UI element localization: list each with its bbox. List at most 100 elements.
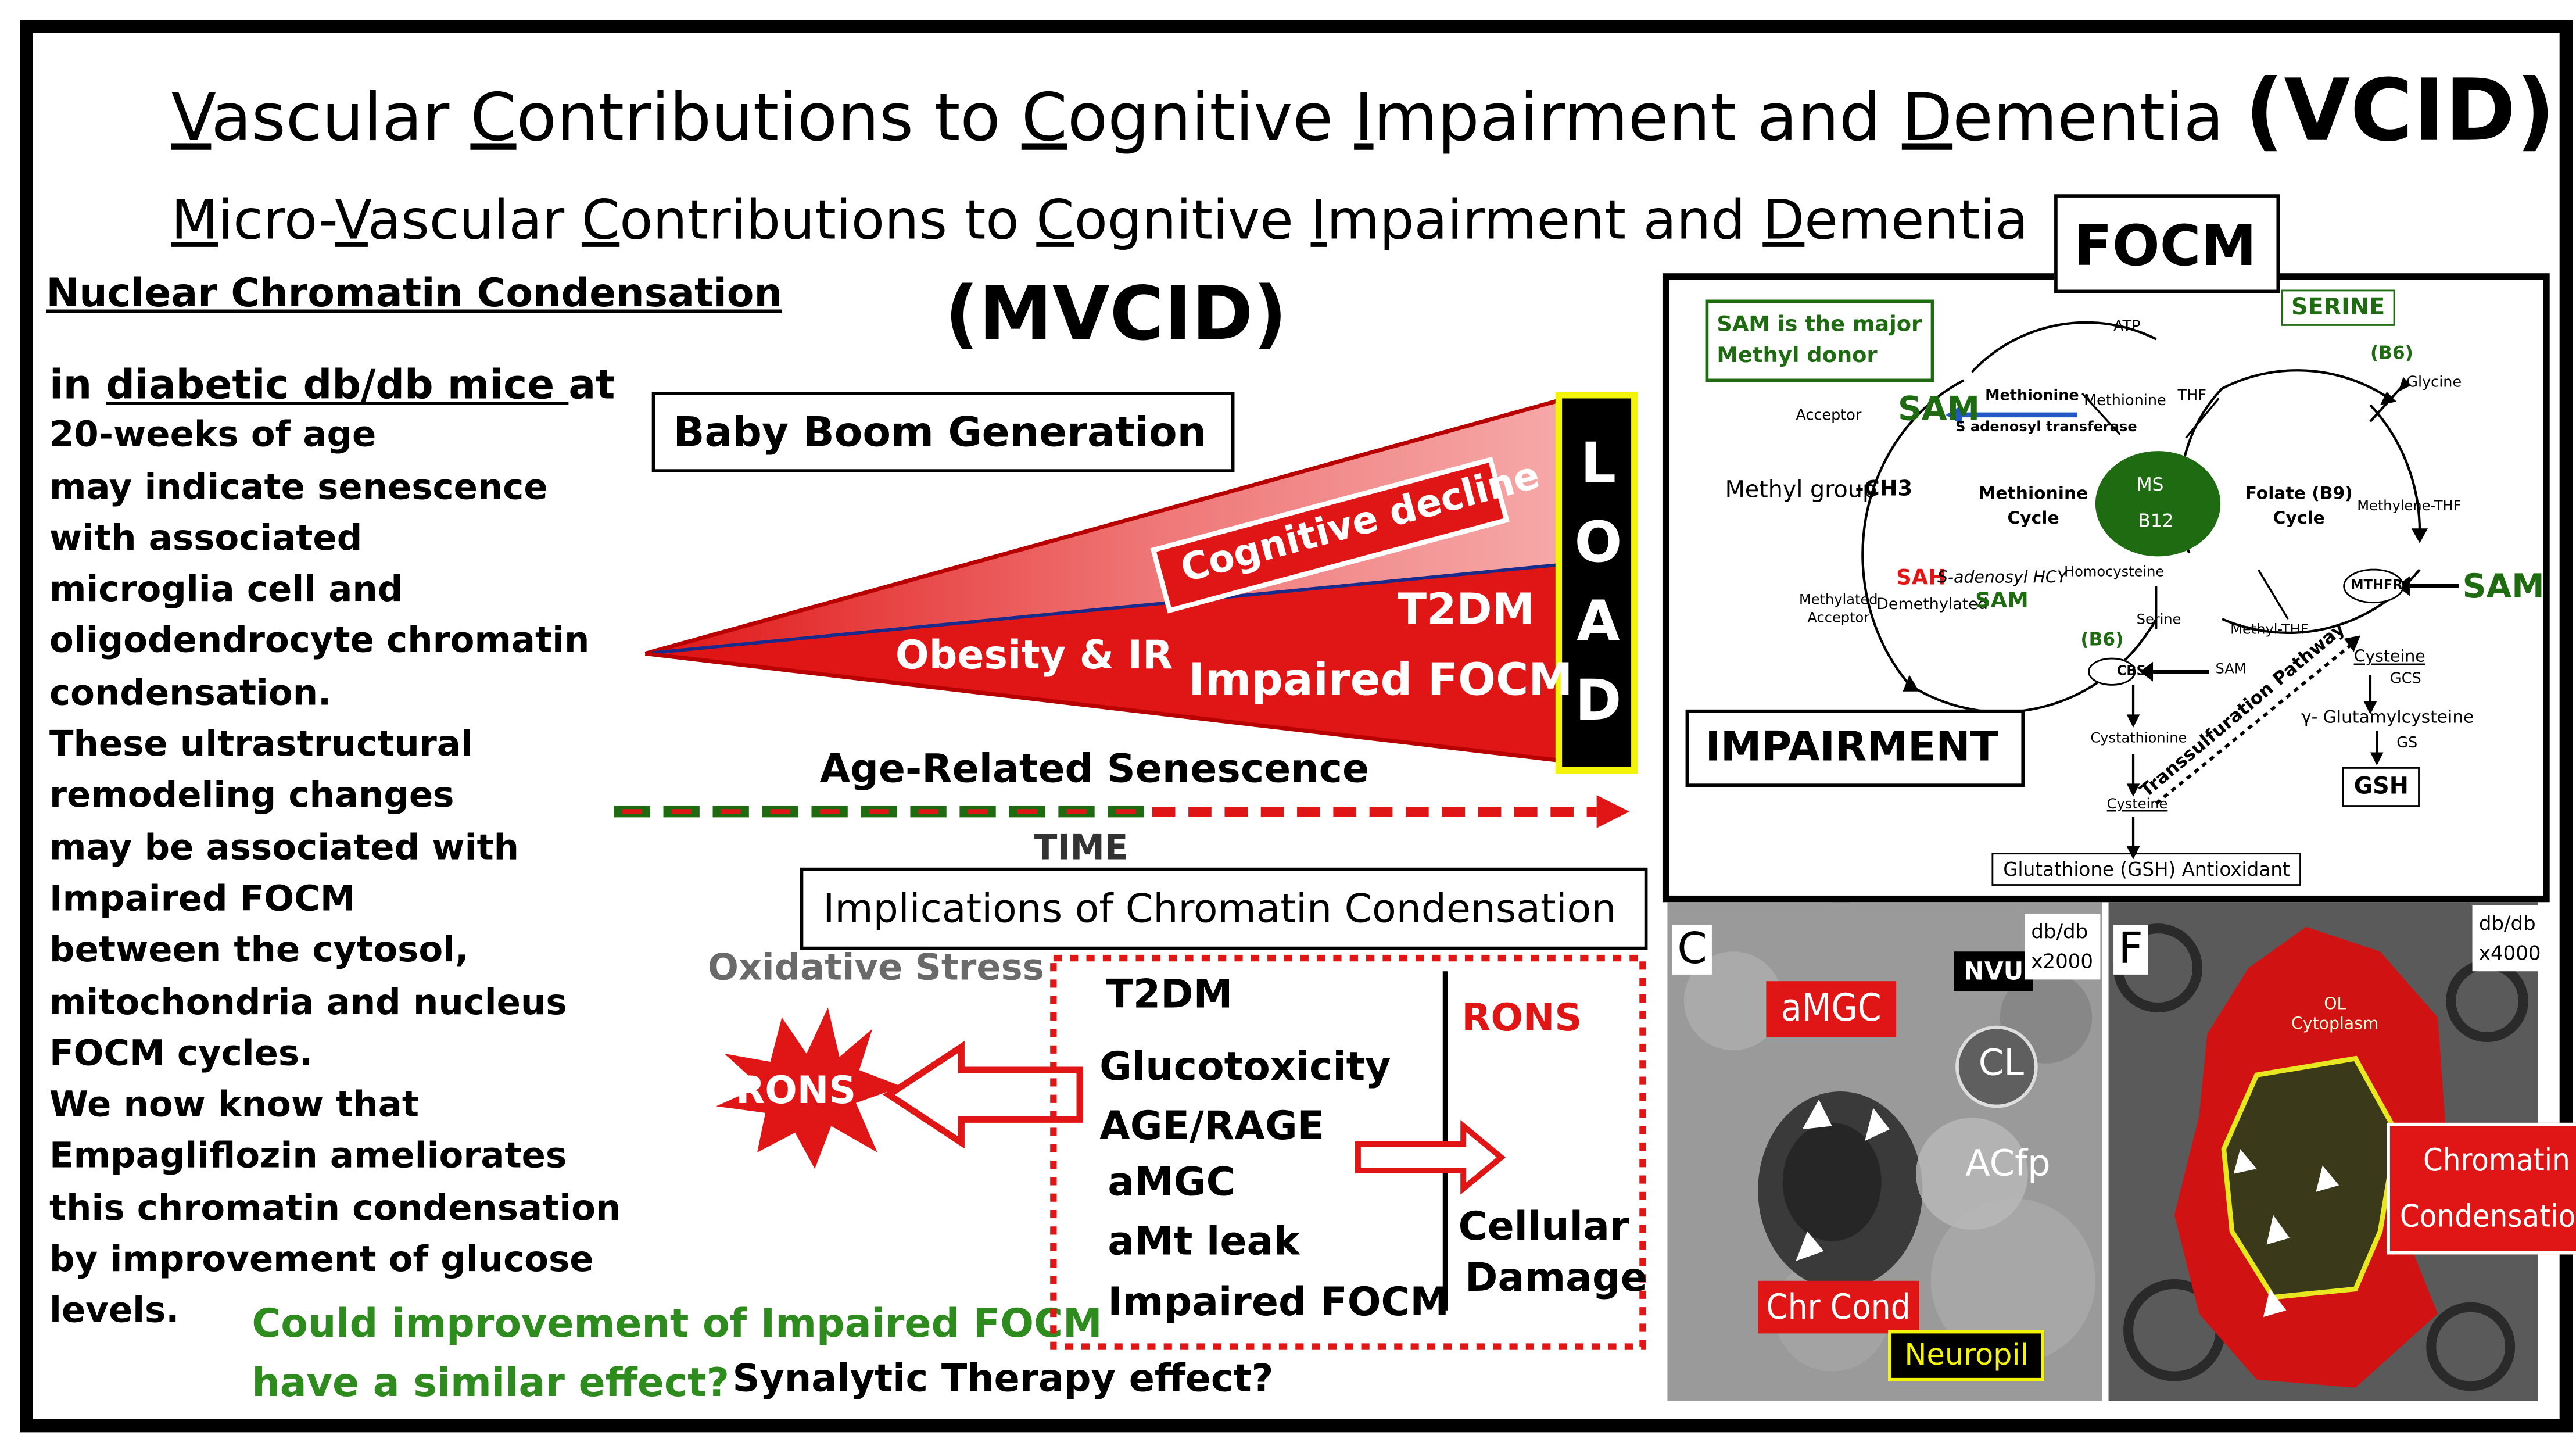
question-line-2: have a similar effect?	[252, 1359, 730, 1406]
methyl-group: Methyl group	[1725, 477, 1878, 504]
baby-boom-label: Baby Boom Generation	[651, 392, 1235, 472]
sam-major-line: SAM is the major	[1717, 313, 1922, 338]
cbs-label: CBS	[2116, 663, 2146, 679]
left-line: remodeling changes	[49, 776, 454, 818]
chr-cond-label: Chr Cond	[1758, 1280, 1919, 1334]
rons-star-label: RONS	[736, 1070, 857, 1113]
damage-line: Cellular	[1458, 1203, 1629, 1250]
arrowhead-white	[2266, 1215, 2290, 1245]
sam-right: SAM	[2462, 566, 2545, 606]
arrowhead	[2411, 528, 2428, 543]
arrowhead	[1903, 675, 1919, 692]
title-mvcid-abbr: (MVCID)	[944, 270, 1287, 357]
left-line: this chromatin condensation	[49, 1188, 621, 1230]
load-letter: D	[1575, 668, 1622, 735]
impairment-label: IMPAIRMENT	[1685, 709, 2025, 787]
folate-cycle-top	[2222, 369, 2388, 398]
left-line: We now know that	[49, 1085, 420, 1126]
rons-star	[716, 1007, 902, 1169]
glycine-label: Glycine	[2406, 375, 2462, 392]
arrowhead	[2126, 714, 2140, 728]
left-line: levels.	[49, 1291, 180, 1333]
mag-f: db/db x4000	[2472, 905, 2548, 972]
impl-item: Glucotoxicity	[1099, 1043, 1391, 1090]
panel-f-label: F	[2113, 925, 2148, 975]
met-cycle-line: Methionine	[1978, 484, 2088, 504]
ol-line: Cytoplasm	[2291, 1015, 2379, 1034]
sam-cbs: SAM	[2215, 661, 2247, 679]
time-arrow-head	[1596, 795, 1630, 828]
mag-c: db/db x2000	[2025, 914, 2100, 980]
folate-line: Cycle	[2273, 509, 2325, 529]
left-line: FOCM cycles.	[49, 1033, 313, 1075]
cycle-arc-atp	[1970, 321, 2157, 373]
sah-full: S-adenosyl HCY	[1937, 570, 2068, 588]
arrowhead-white	[2263, 1288, 2287, 1318]
mag-line: db/db	[2031, 920, 2088, 944]
arrowhead	[2398, 377, 2412, 392]
methylated-line: Acceptor	[1807, 610, 1870, 628]
blue-arrowhead	[1946, 405, 1962, 425]
left-line: 20-weeks of age	[49, 415, 377, 457]
glutathione-box: Glutathione (GSH) Antioxidant	[1991, 853, 2302, 886]
question-line-1: Could improvement of Impaired FOCM	[252, 1300, 1102, 1347]
outer-frame	[19, 19, 2573, 1433]
impl-item: AGE/RAGE	[1099, 1102, 1325, 1150]
mthfr-label: MTHFR	[2350, 578, 2403, 593]
methyl-thf: Methyl-THF	[2230, 622, 2309, 639]
b12-label: B12	[2138, 510, 2174, 532]
ol-line: OL	[2324, 996, 2346, 1014]
rons-right-label: RONS	[1461, 997, 1582, 1041]
methionine-cycle-left	[1861, 379, 1965, 686]
left-line: may be associated with	[49, 827, 520, 869]
title-mvcid: Micro-Vascular Contributions to Cognitiv…	[171, 187, 2029, 252]
methionine-cycle: Methionine Cycle	[1979, 482, 2088, 532]
obesity-label: Obesity & IR	[895, 632, 1173, 679]
serine-small: Serine	[2136, 612, 2181, 629]
arrowhead	[2344, 635, 2360, 652]
thf-label: THF	[2177, 388, 2206, 405]
folate-line: Folate (B9)	[2245, 484, 2353, 504]
mag-line: x2000	[2031, 950, 2094, 973]
acceptor-label: Acceptor	[1796, 408, 1862, 425]
b6-top: (B6)	[2370, 342, 2413, 364]
gs-label: GS	[2396, 736, 2418, 753]
left-line: may indicate senescence	[49, 467, 548, 509]
homocysteine-label: Homocysteine	[2064, 564, 2165, 581]
arrowhead	[2363, 701, 2377, 715]
acfp-label: ACfp	[1965, 1144, 2051, 1186]
cl-circle	[1955, 1025, 2038, 1108]
cbs-node	[2088, 657, 2136, 686]
gsh-box: GSH	[2342, 767, 2420, 807]
serine-box: SERINE	[2281, 289, 2395, 326]
left-heading: Nuclear Chromatin Condensation	[46, 270, 782, 316]
arrow-to-damage	[1355, 1119, 1506, 1195]
left-line: Empagliflozin ameliorates	[49, 1136, 567, 1178]
cognitive-tag	[1150, 456, 1510, 614]
arrowhead-white	[2233, 1149, 2257, 1174]
title-vcid-abbr: (VCID)	[2245, 62, 2555, 162]
oxidative-stress-label: Oxidative Stress	[708, 948, 1044, 990]
impl-item: Impaired FOCM	[1108, 1279, 1450, 1326]
left-line: by improvement of glucose	[49, 1240, 594, 1281]
chromatin-line: Condensation	[2399, 1198, 2576, 1235]
sah-label: SAH	[1896, 566, 1947, 591]
question-tail: Synalytic Therapy effect?	[732, 1358, 1274, 1401]
cysteine-right: Cysteine	[2353, 649, 2425, 667]
folate-cycle: Folate (B9) Cycle	[2245, 482, 2353, 532]
arrowhead-white	[2316, 1165, 2339, 1192]
met-cycle-line: Cycle	[2007, 509, 2059, 529]
impl-item: aMt leak	[1108, 1218, 1300, 1265]
left-line: mitochondria and nucleus	[49, 982, 567, 1023]
mthfr-node	[2343, 568, 2405, 604]
load-letter: A	[1577, 589, 1620, 656]
cysteine-label: Cysteine	[2106, 796, 2168, 814]
cystathionine-label: Cystathionine	[2090, 731, 2187, 748]
arrowhead	[2380, 392, 2397, 405]
mag-line: db/db	[2478, 912, 2536, 935]
nvu-label: NVU	[1954, 951, 2034, 991]
load-bar	[1555, 392, 1638, 774]
impl-item: aMGC	[1108, 1159, 1235, 1205]
load-letter: L	[1580, 431, 1617, 497]
ol-cytoplasm-label: OL Cytoplasm	[2291, 996, 2379, 1036]
